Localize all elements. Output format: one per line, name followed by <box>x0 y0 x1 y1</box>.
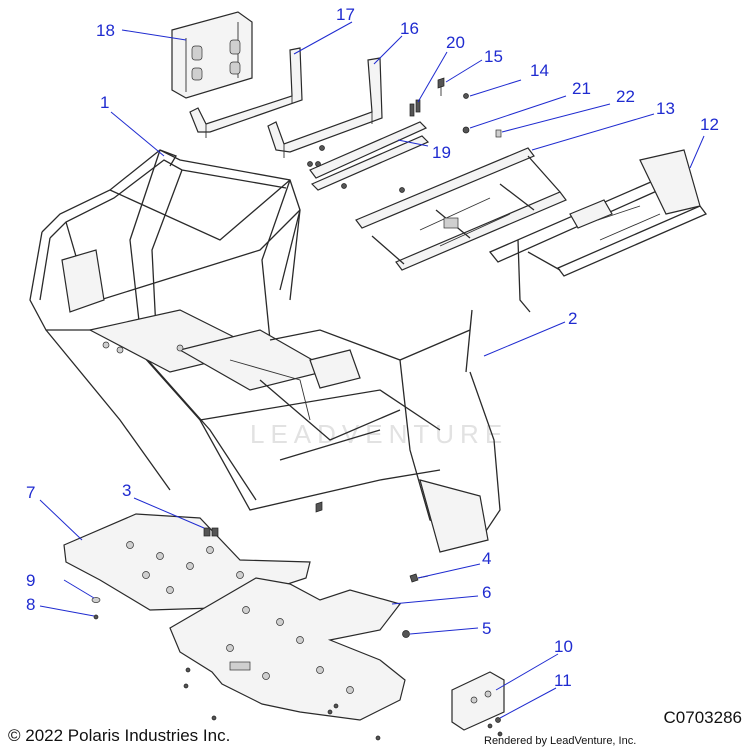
part-2-main-chassis <box>45 309 501 553</box>
callout-14: 14 <box>530 61 549 80</box>
callout-11: 11 <box>554 671 572 690</box>
callout-13: 13 <box>656 99 675 118</box>
copyright-text: © 2022 Polaris Industries Inc. <box>8 726 231 745</box>
callout-10: 10 <box>554 637 573 656</box>
part-19-slide-rail <box>309 121 430 191</box>
part-1-roll-cage <box>29 149 301 341</box>
callout-18: 18 <box>96 21 115 40</box>
callout-19: 19 <box>432 143 451 162</box>
callout-15: 15 <box>484 47 503 66</box>
callout-12: 12 <box>700 115 719 134</box>
callout-1: 1 <box>100 93 109 112</box>
part-12-rear-frame <box>488 149 708 313</box>
callout-7: 7 <box>26 483 35 502</box>
callout-3: 3 <box>122 481 131 500</box>
callout-9: 9 <box>26 571 35 590</box>
callout-labels: 18 17 16 20 15 14 21 22 13 12 1 19 2 7 3… <box>26 5 719 690</box>
callout-16: 16 <box>400 19 419 38</box>
fasteners <box>91 77 503 741</box>
callout-20: 20 <box>446 33 465 52</box>
rendered-by-text: Rendered by LeadVenture, Inc. <box>484 735 637 747</box>
part-16-seat-bracket <box>267 57 383 158</box>
watermark-text: LEADVENTURE <box>250 419 508 449</box>
part-10-bracket <box>451 671 505 731</box>
part-6-rear-skid-plate <box>169 577 406 721</box>
leader-lines <box>39 21 705 719</box>
diagram-code: C0703286 <box>663 708 742 727</box>
callout-8: 8 <box>26 595 35 614</box>
callout-2: 2 <box>568 309 577 328</box>
callout-17: 17 <box>336 5 355 24</box>
part-18-seat-support <box>171 11 253 99</box>
callout-4: 4 <box>482 549 491 568</box>
callout-22: 22 <box>616 87 635 106</box>
callout-21: 21 <box>572 79 591 98</box>
callout-6: 6 <box>482 583 491 602</box>
part-13-seat-frame <box>355 147 567 271</box>
part-17-seat-bracket <box>189 47 303 138</box>
callout-5: 5 <box>482 619 491 638</box>
